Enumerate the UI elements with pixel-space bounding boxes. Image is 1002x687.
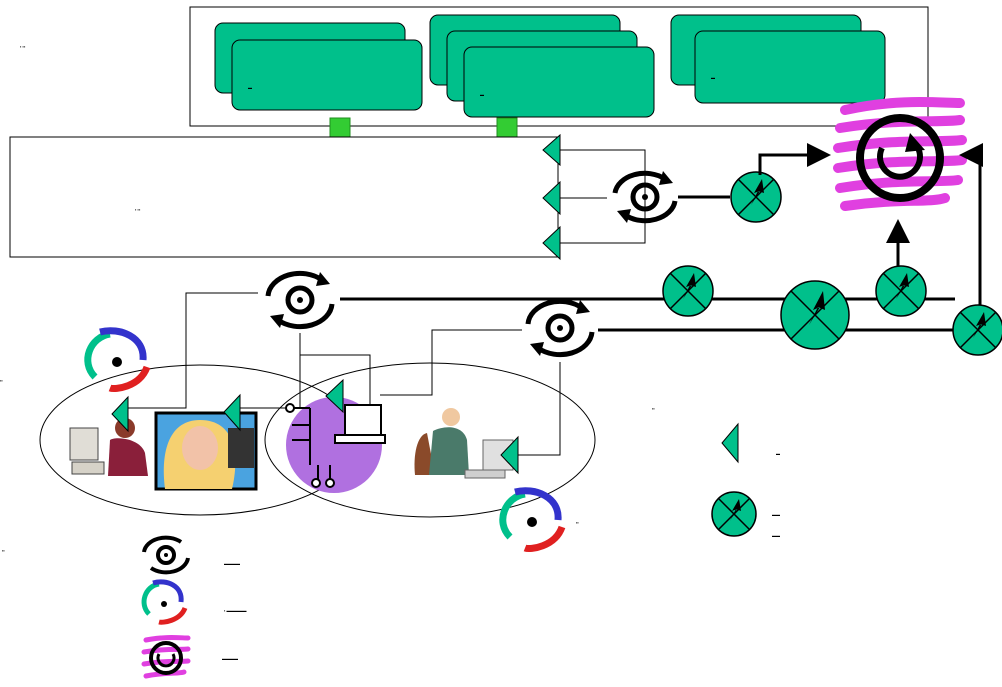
cross-circle-node-icon <box>730 171 782 223</box>
legend-right-label: ▪▪ <box>652 406 655 411</box>
triangle-markers-main <box>542 133 561 261</box>
main-box <box>9 136 559 258</box>
legend-2-label: ▪ ▬▬▬▬▬ <box>224 608 247 613</box>
triangle-markers-users <box>111 378 519 475</box>
left-group-label: ▪▪ <box>0 378 3 383</box>
user-at-desk-icon <box>414 408 514 479</box>
card-stack-3 <box>670 14 886 104</box>
cross-circle-node-icon <box>875 265 927 317</box>
legend-node-icon <box>711 491 757 537</box>
center-label: ▪ ▪▪ <box>135 207 141 212</box>
user-at-desk-icon <box>69 418 148 476</box>
connector-node-brush <box>758 143 831 175</box>
group-ellipse-right <box>264 362 596 518</box>
legend-triangle-label: ▬ <box>776 451 780 456</box>
connector-right-user <box>380 329 561 456</box>
legend-cycle-icon <box>142 535 190 575</box>
cycle-icon <box>525 298 595 358</box>
legend-1-label: ▬▬▬▬ <box>224 561 240 566</box>
legend-triangle-icon <box>721 422 739 464</box>
legend-3-label: ▬▬▬▬ <box>222 656 238 661</box>
cross-circle-node-icon <box>780 280 850 350</box>
recycle-arrows-icon <box>84 327 151 392</box>
box1-label: ▬ <box>248 85 252 90</box>
connector-right-brush <box>959 143 983 310</box>
card-stack-1 <box>214 22 423 111</box>
legend-node-label-2: ▬▬ <box>772 533 780 538</box>
card-stack-2 <box>429 14 655 118</box>
box3-label: ▬ <box>711 75 715 80</box>
cycle-icon <box>265 270 335 330</box>
worried-person-image <box>154 411 258 491</box>
server-network-icon <box>285 397 386 493</box>
user-right-label: ▪▪ <box>576 520 579 525</box>
bottom-left-label: ▪▪ <box>2 548 5 553</box>
legend-node-label-1: ▬▬ <box>772 512 780 517</box>
box2-label: ▬ <box>480 92 484 97</box>
cross-circle-node-icon <box>662 265 714 317</box>
legend-brush-icon <box>141 635 191 679</box>
legend-recycle-icon <box>141 579 188 625</box>
top-left-label: ▪ ▪▪ <box>20 44 26 49</box>
cycle-icon <box>612 170 678 224</box>
recycle-arrows-icon <box>499 487 566 552</box>
cross-circle-node-icon <box>952 304 1002 356</box>
brush-scribble-icon <box>833 96 967 211</box>
